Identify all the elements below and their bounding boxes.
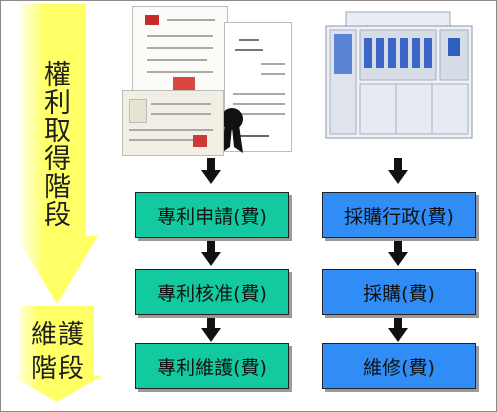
arrow-down-icon <box>201 240 221 266</box>
maintenance-stage-label: 維護 階段 <box>30 320 85 384</box>
arrow-down-icon <box>201 316 221 342</box>
rights-stage-label: 權利取得階段 <box>39 60 70 228</box>
patent-approval-box: 專利核准(費) <box>135 269 289 315</box>
arrow-down-icon <box>388 316 408 342</box>
patent-maintenance-box: 專利維護(費) <box>135 343 289 389</box>
patent-application-box: 專利申請(費) <box>135 192 289 238</box>
us-patent-certificate <box>221 22 292 153</box>
application-form <box>122 90 224 156</box>
ribbon-seal-icon <box>221 108 243 153</box>
patent-certificates-image <box>122 6 292 156</box>
maintenance-stage-arrow <box>12 306 102 402</box>
repair-box: 維修(費) <box>322 343 476 389</box>
rights-stage-arrow <box>16 4 98 304</box>
procurement-box: 採購(費) <box>322 269 476 315</box>
arrow-down-icon <box>388 158 408 184</box>
arrow-down-icon <box>388 240 408 266</box>
procurement-admin-box: 採購行政(費) <box>322 192 476 238</box>
arrow-down-icon <box>201 158 221 184</box>
equipment-image <box>325 11 473 139</box>
